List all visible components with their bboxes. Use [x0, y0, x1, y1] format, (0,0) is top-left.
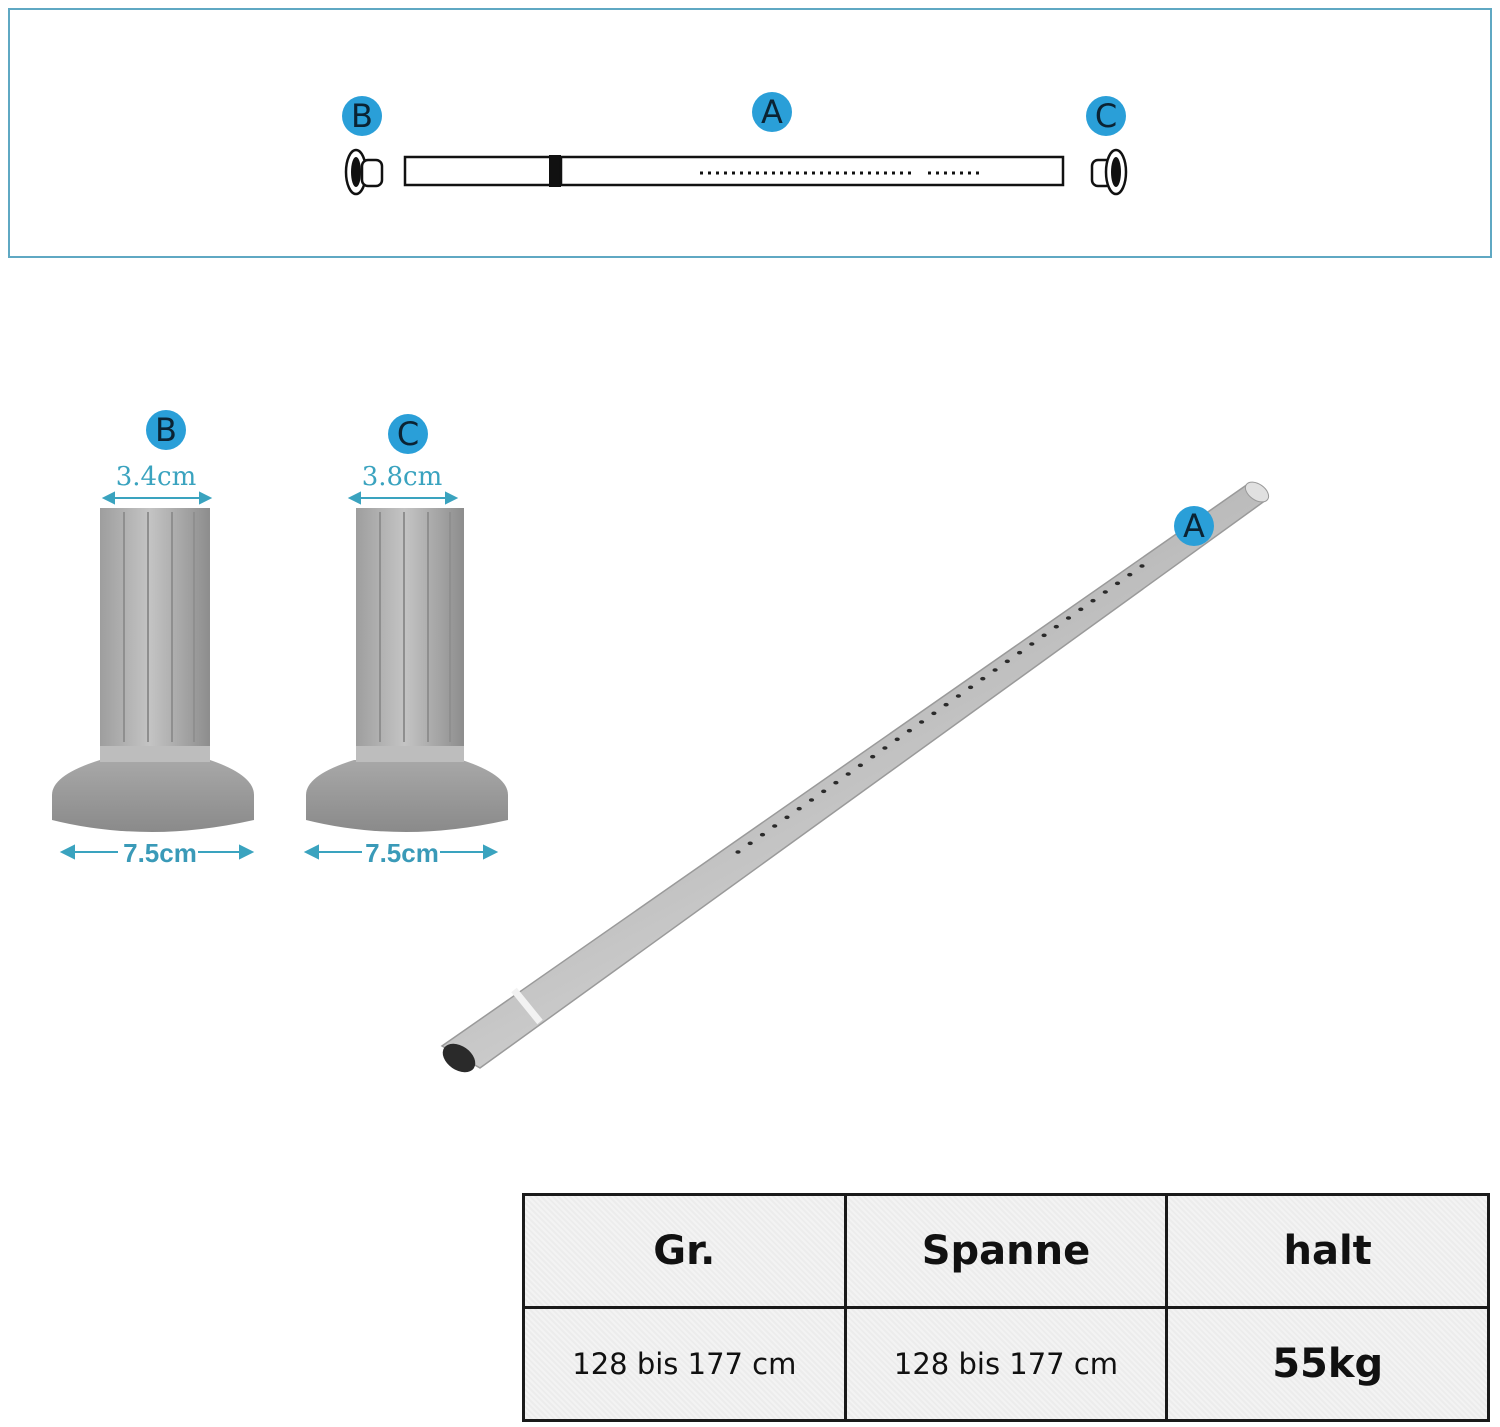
rod-hole: [772, 824, 778, 828]
rod-hole: [882, 746, 888, 750]
rod-hole: [857, 763, 863, 768]
rod-hole: [845, 772, 851, 776]
rod-hole: [1041, 633, 1047, 638]
rod-hole: [759, 832, 766, 837]
rod-hole: [1017, 650, 1023, 655]
rod-hole: [796, 806, 802, 811]
spec-header-span: Spanne: [843, 1193, 1169, 1309]
badge-c-top: C: [1086, 96, 1126, 136]
rod-hole: [894, 737, 900, 742]
rod-hole: [931, 711, 937, 716]
rod-hole: [1102, 590, 1108, 594]
rod-hole: [870, 754, 876, 759]
badge-b-part: B: [146, 410, 186, 450]
rod-hole: [906, 728, 912, 733]
rod-hole: [1127, 572, 1133, 577]
rod-hole: [1090, 598, 1096, 603]
end-caps-illustration: [52, 491, 508, 860]
spec-value-span: 128 bis 177 cm: [843, 1306, 1169, 1422]
rod-hole: [833, 780, 839, 785]
rod-hole: [992, 668, 998, 672]
spec-value-size: 128 bis 177 cm: [522, 1306, 847, 1422]
rod-hole: [968, 685, 974, 690]
spec-header-size: Gr.: [522, 1193, 847, 1309]
end-cap-b-outline: [344, 148, 384, 196]
assembly-overview-panel: [8, 8, 1492, 258]
badge-c-part: C: [388, 414, 428, 454]
part-c-top-dimension-arrow: [347, 491, 459, 505]
part-b-base-width: 7.5cm: [123, 838, 197, 868]
part-b-top-width: 3.4cm: [115, 462, 197, 492]
tube-a-outline: [403, 155, 1065, 187]
rod-hole: [735, 850, 741, 854]
rod-hole: [821, 789, 827, 794]
rod-hole: [808, 798, 815, 802]
spec-table-header-row: Gr. Spanne halt: [522, 1193, 1490, 1309]
spec-header-load: halt: [1165, 1193, 1490, 1309]
part-c-top-width: 3.8cm: [361, 462, 443, 492]
spec-table: Gr. Spanne halt 128 bis 177 cm 128 bis 1…: [522, 1193, 1490, 1422]
rod-hole: [1114, 581, 1121, 586]
badge-b-top: B: [342, 96, 382, 136]
badge-a-top: A: [752, 92, 792, 132]
spec-table-value-row: 128 bis 177 cm 128 bis 177 cm 55kg: [522, 1306, 1490, 1422]
end-cap-c-outline: [1090, 148, 1128, 196]
part-c-base-width: 7.5cm: [365, 838, 439, 868]
badge-a-part: A: [1174, 506, 1214, 546]
rod-hole: [1004, 659, 1010, 664]
rod-hole: [1139, 564, 1145, 568]
rod-hole: [1065, 616, 1072, 620]
rod-hole: [955, 694, 962, 698]
part-b-top-dimension-arrow: [101, 491, 213, 505]
rod-hole: [784, 815, 790, 820]
rod-a-holes: [735, 564, 1145, 854]
rod-hole: [919, 720, 925, 724]
part-c-base-dimension-arrow: [303, 844, 499, 860]
end-cap-b-photo: [52, 508, 254, 832]
rod-hole: [1078, 607, 1084, 612]
rod-hole: [747, 841, 753, 846]
spec-value-load: 55kg: [1165, 1306, 1490, 1422]
assembly-line-drawing: [344, 148, 1128, 196]
rod-hole: [943, 702, 949, 707]
rod-a-body: [440, 481, 1270, 1073]
part-b-base-dimension-arrow: [59, 844, 255, 860]
rod-hole: [980, 676, 986, 681]
rod-hole: [1029, 642, 1035, 646]
end-cap-c-photo: [306, 508, 508, 832]
rod-hole: [1053, 624, 1059, 629]
rod-a-illustration: [440, 481, 1270, 1073]
